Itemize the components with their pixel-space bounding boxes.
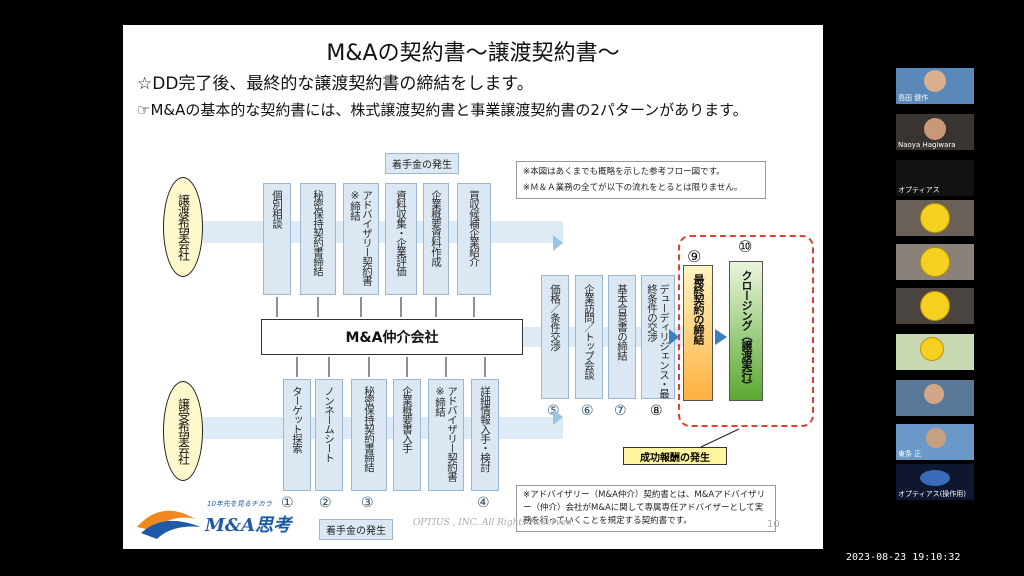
closing-box: クロージング（譲渡実行） <box>729 261 763 401</box>
buyer-label: 譲受希望会社 <box>176 398 191 464</box>
participant-tile[interactable]: オプティアス(操作用) <box>896 464 974 500</box>
bottom-step-box: 秘密保持契約書締結 <box>351 379 387 491</box>
smiley-avatar-icon <box>920 247 950 277</box>
top-step-box: 資料収集・企業評価 <box>385 183 417 295</box>
seller-label: 譲渡希望会社 <box>176 194 191 260</box>
fee-bottom-label: 着手金の発生 <box>319 519 393 540</box>
flow-note: ※本図はあくまでも概略を示した参考フロー図です。 ※Ｍ＆Ａ業務の全てが以下の流れ… <box>516 161 766 199</box>
step-number: ⑦ <box>614 403 627 419</box>
presentation-slide: M&Aの契約書～譲渡契約書～ ☆DD完了後、最終的な譲渡契約書の締結をします。 … <box>123 25 823 549</box>
success-fee-label: 成功報酬の発生 <box>623 447 727 465</box>
advisory-note: ※アドバイザリー（M&A仲介）契約書とは、M&Aアドバイザリー（仲介）会社がM&… <box>516 485 776 532</box>
slide-bullet-2: ☞M&Aの基本的な契約書には、株式譲渡契約書と事業譲渡契約書の2パターンがありま… <box>137 101 748 119</box>
slide-bullet-1: ☆DD完了後、最終的な譲渡契約書の締結をします。 <box>137 74 534 94</box>
copyright-footer: OPTIUS , INC. All Rights Reserved. <box>413 518 575 528</box>
avatar <box>924 118 946 140</box>
step-number: ③ <box>361 495 374 511</box>
step-number: ⑧ <box>650 403 663 419</box>
participant-tile[interactable] <box>896 244 974 280</box>
step-number: ⑤ <box>547 403 560 419</box>
participant-tile[interactable] <box>896 288 974 324</box>
top-step-box: 個別相談 <box>263 183 291 295</box>
final-contract-box: 最終契約の締結 <box>683 265 713 401</box>
bottom-step-box: 詳細情報入手・検討 <box>471 379 499 491</box>
participant-tile[interactable] <box>896 334 974 370</box>
top-step-box: 買収候補企業紹介 <box>457 183 491 295</box>
optius-logo-icon <box>920 470 950 486</box>
bottom-step-box: ターゲット探索 <box>283 379 311 491</box>
step-number: ⑥ <box>581 403 594 419</box>
stage10-number: ⑩ <box>738 237 753 256</box>
avatar <box>926 428 946 448</box>
participant-tile[interactable] <box>896 200 974 236</box>
final-stage-highlight <box>678 235 814 427</box>
bottom-step-box: 企業概要書入手 <box>393 379 421 491</box>
participant-tile[interactable]: オプティアス <box>896 160 974 196</box>
smiley-avatar-icon <box>920 203 950 233</box>
top-step-box: アドバイザリー契約書※締結 <box>343 183 379 295</box>
page-number: 10 <box>767 519 780 530</box>
buyer-company: 譲受希望会社 <box>163 381 203 481</box>
stage-box: 基本合意書の締結 <box>608 275 636 399</box>
stage-box: 価格／条件交渉 <box>541 275 569 399</box>
logo-tagline: 10年先を見るチカラ <box>207 500 272 508</box>
avatar <box>924 70 946 92</box>
stage-box: デューディリジェンス・最終条件の交渉 <box>641 275 675 399</box>
smiley-avatar-icon <box>920 337 944 361</box>
smiley-avatar-icon <box>920 291 950 321</box>
stage-box: 企業訪問／トップ会談 <box>575 275 603 399</box>
participant-tile[interactable] <box>896 380 974 416</box>
company-logo: 10年先を見るチカラ M&A思考 <box>135 495 325 545</box>
step-number: ④ <box>477 495 490 511</box>
bottom-step-box: アドバイザリー契約書※締結 <box>428 379 464 491</box>
fee-top-label: 着手金の発生 <box>385 153 459 174</box>
logo-swoosh-icon <box>137 510 201 539</box>
step-number: ① <box>281 495 294 511</box>
top-step-box: 秘密保持契約書締結 <box>300 183 336 295</box>
ma-broker-box: M&A仲介会社 <box>261 319 523 355</box>
participant-tile[interactable]: Naoya Hagiwara <box>896 114 974 150</box>
participant-tile[interactable]: 東条 正 <box>896 424 974 460</box>
step-number: ② <box>319 495 332 511</box>
recording-timestamp: 2023-08-23 19:10:32 <box>846 552 961 563</box>
participant-tile[interactable]: 島田 健作 <box>896 68 974 104</box>
logo-name: M&A思考 <box>205 515 292 536</box>
bottom-step-box: ノンネームシート <box>315 379 343 491</box>
stage9-number: ⑨ <box>687 247 702 266</box>
avatar <box>924 384 944 404</box>
seller-company: 譲渡希望会社 <box>163 177 203 277</box>
slide-title: M&Aの契約書～譲渡契約書～ <box>326 41 620 66</box>
top-step-box: 企業概要資料作成 <box>423 183 449 295</box>
flow-band-top <box>203 221 563 243</box>
